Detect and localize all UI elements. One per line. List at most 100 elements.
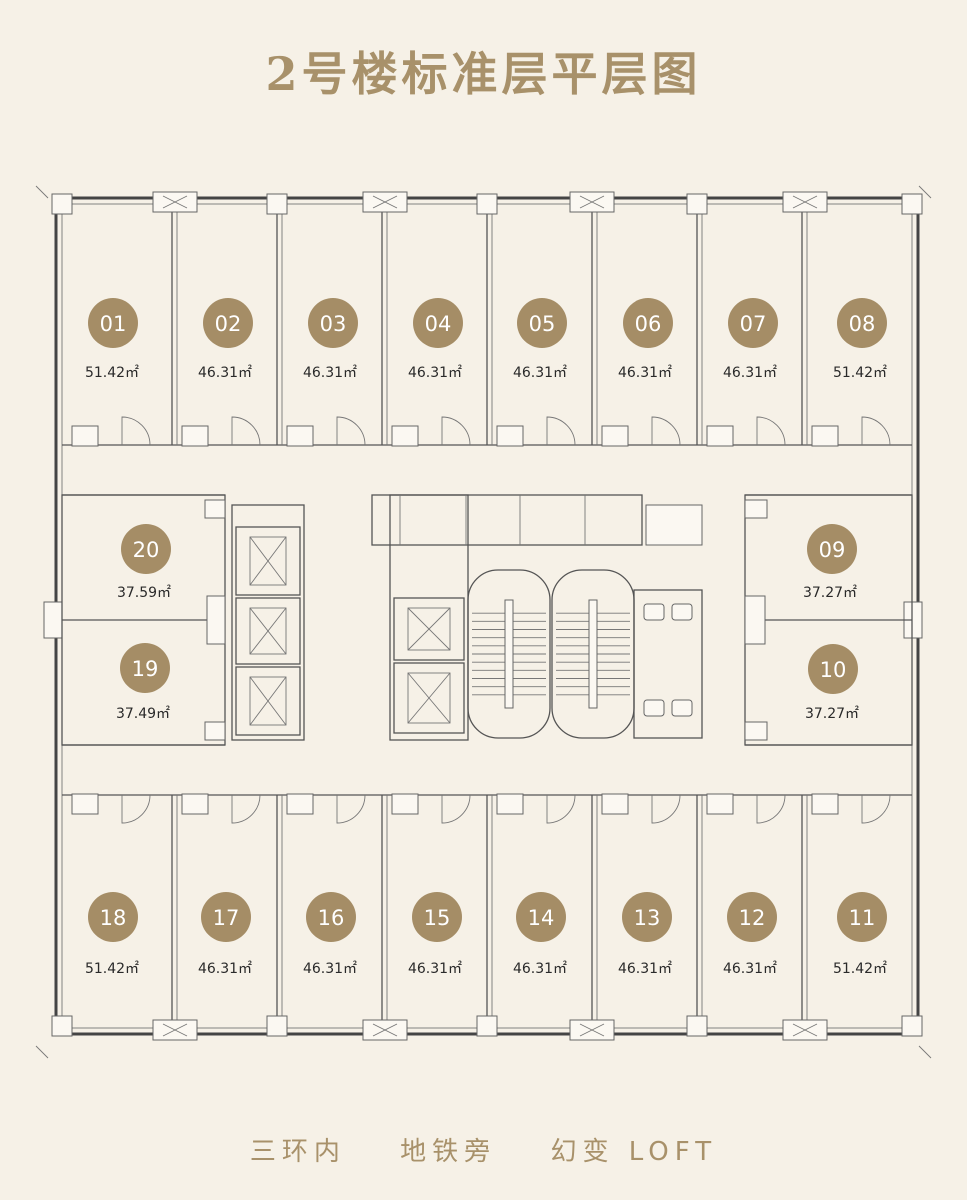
toilet-fixture (643, 603, 665, 621)
bathroom-pod (496, 425, 524, 447)
unit-area: 37.27㎡ (805, 706, 859, 722)
door-swing (336, 416, 366, 446)
ac-unit (372, 1023, 398, 1037)
bathroom-pod (71, 425, 99, 447)
unit-number: 02 (215, 312, 242, 336)
unit-number-badge (88, 298, 138, 348)
unit-number-badge (201, 892, 251, 942)
unit-08: 08 51.42㎡ (833, 298, 887, 381)
unit-number: 13 (634, 906, 661, 930)
unit-number-badge (837, 892, 887, 942)
unit-number-badge (622, 892, 672, 942)
door-swing (336, 794, 366, 824)
unit-area: 46.31㎡ (198, 365, 252, 381)
door-swing (861, 416, 891, 446)
ac-unit (162, 195, 188, 209)
door-swing (231, 416, 261, 446)
structural-column (686, 193, 708, 215)
bathroom-pod (496, 793, 524, 815)
stair-rail (504, 599, 514, 709)
unit-number: 10 (820, 658, 847, 682)
bathroom-pod (391, 425, 419, 447)
bathroom-pod (181, 793, 209, 815)
unit-number: 08 (849, 312, 876, 336)
elevator-car (407, 607, 451, 651)
unit-number: 11 (849, 906, 876, 930)
elevator-car (407, 672, 451, 724)
corner-mark (918, 1045, 932, 1059)
elevator-car (249, 676, 287, 726)
bathroom-pod (286, 793, 314, 815)
bathroom-pod (744, 595, 766, 645)
unit-area: 46.31㎡ (513, 365, 567, 381)
elevator-car (249, 607, 287, 655)
elevator-core-west (231, 504, 305, 741)
unit-number: 05 (529, 312, 556, 336)
unit-number-badge (837, 298, 887, 348)
door-swing (121, 416, 151, 446)
structural-column (476, 193, 498, 215)
unit-area: 51.42㎡ (85, 365, 139, 381)
door-swing (441, 416, 471, 446)
bathroom-pod (811, 425, 839, 447)
ac-unit (792, 1023, 818, 1037)
door-swing (121, 794, 151, 824)
elevator-core-middle (389, 494, 469, 741)
unit-number: 16 (318, 906, 345, 930)
unit-20: 20 37.59㎡ (117, 524, 171, 601)
unit-number-badge (306, 892, 356, 942)
unit-number-badge (516, 892, 566, 942)
bathroom-pod (71, 793, 99, 815)
unit-number-badge (88, 892, 138, 942)
corner-mark (35, 185, 49, 199)
unit-number: 09 (819, 538, 846, 562)
ac-unit (43, 601, 63, 639)
door-swing (651, 416, 681, 446)
stairwell (467, 569, 551, 739)
bathroom-pod (811, 793, 839, 815)
unit-number-badge (517, 298, 567, 348)
elevator-car (407, 672, 451, 724)
bathroom-pod (181, 425, 209, 447)
bathroom-pod (601, 425, 629, 447)
slogan-loft: 幻变 LOFT (550, 1137, 718, 1167)
structural-column (266, 1015, 288, 1037)
unit-number: 14 (528, 906, 555, 930)
bathroom-pod (286, 425, 314, 447)
bathroom-pod (204, 499, 226, 519)
ac-unit (792, 195, 818, 209)
elevator-car (249, 536, 287, 586)
ac-unit (579, 1023, 605, 1037)
structural-column (476, 1015, 498, 1037)
unit-number: 20 (133, 538, 160, 562)
unit-area: 46.31㎡ (408, 961, 462, 977)
toilet-fixture (671, 603, 693, 621)
unit-area: 37.59㎡ (117, 585, 171, 601)
unit-number-badge (308, 298, 358, 348)
door-swing (546, 416, 576, 446)
unit-number-badge (413, 298, 463, 348)
door-swing (546, 794, 576, 824)
bathroom-pod (744, 499, 768, 519)
elevator-shaft (235, 526, 301, 596)
unit-area: 51.42㎡ (833, 365, 887, 381)
elevator-shaft (393, 662, 465, 734)
unit-number: 18 (100, 906, 127, 930)
ac-unit (372, 195, 398, 209)
bathroom-pod (601, 793, 629, 815)
ac-unit (162, 1023, 188, 1037)
unit-number-badge (120, 643, 170, 693)
toilet-fixture (671, 699, 693, 717)
